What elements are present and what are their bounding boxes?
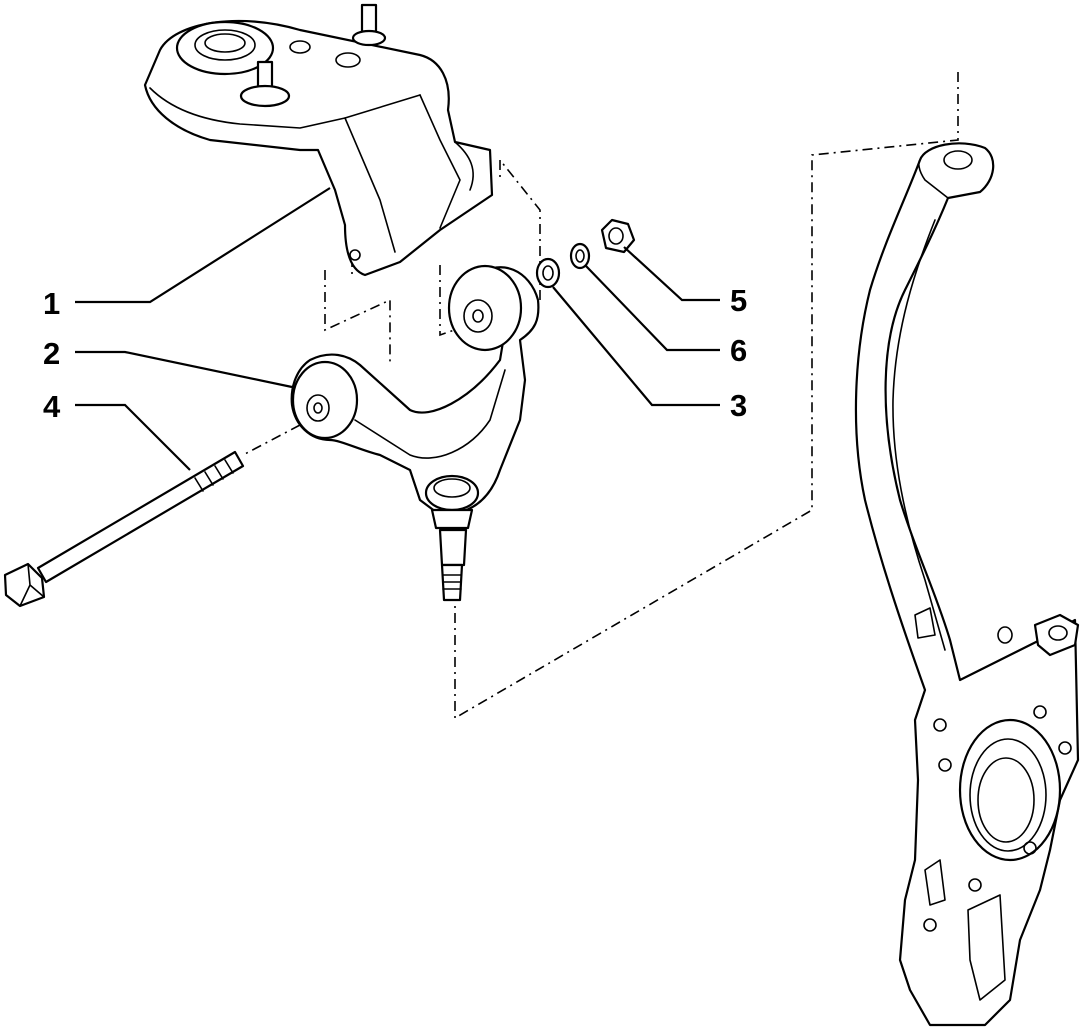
callout-2: 2 [43,336,60,371]
leader-lines [75,187,720,471]
lock-washer [569,242,591,270]
leader-3 [552,286,720,407]
callout-5: 5 [730,283,747,318]
callout-6: 6 [730,333,747,368]
leader-6 [585,265,720,352]
upper-control-arm [290,264,540,602]
nut [600,218,636,254]
bolt [3,450,245,608]
steering-knuckle [854,142,1080,1027]
upper-bracket [143,3,494,277]
callout-4: 4 [43,389,61,424]
callout-3: 3 [730,388,747,423]
leader-5 [623,246,720,302]
leader-4 [75,403,191,471]
washer [535,257,561,289]
callout-1: 1 [43,286,60,321]
leader-2 [75,350,293,389]
callout-labels: 1 2 4 5 6 3 [43,283,747,424]
leader-1 [75,187,331,304]
